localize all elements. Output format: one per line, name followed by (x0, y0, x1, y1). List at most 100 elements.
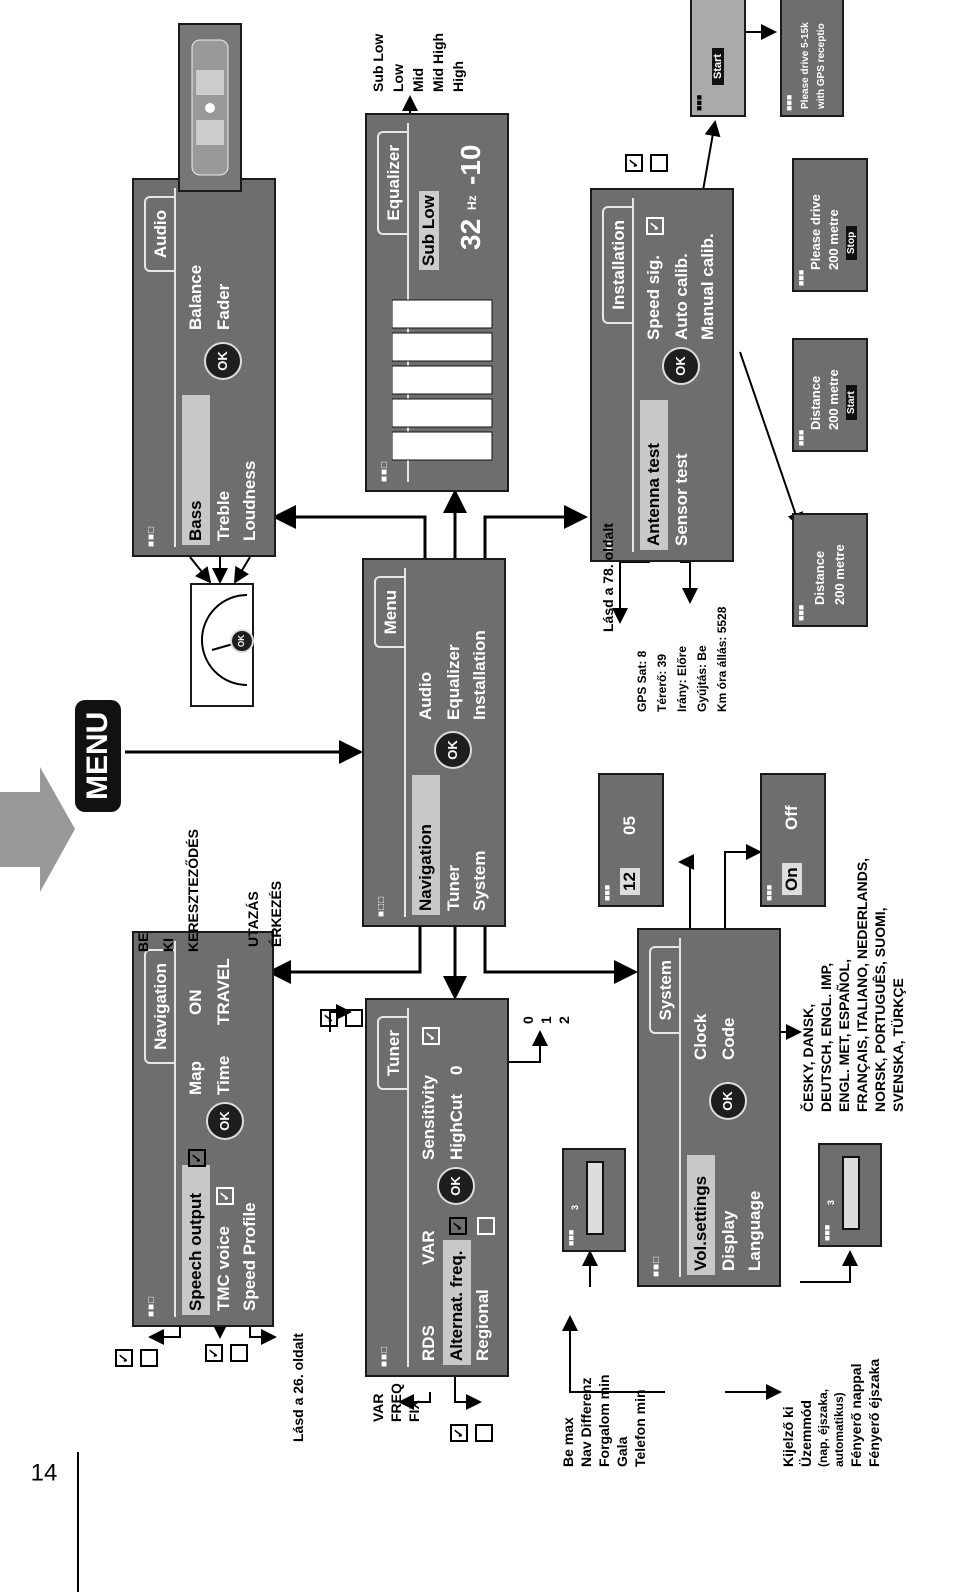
eq-band-option-0: Sub Low (370, 33, 386, 92)
eq-band-option-3: Mid High (430, 32, 446, 92)
display-bar (842, 1156, 860, 1230)
calib-1-line2: 200 metre (832, 544, 847, 605)
ok-button[interactable]: OK (437, 1167, 475, 1205)
gps-note-screen: ■■■ Please drive 5-15k with GPS receptio (780, 0, 844, 117)
menu-item-equalizer[interactable]: Equalizer (444, 644, 463, 720)
travel-option-erkezes: ÉRKEZÉS (268, 880, 284, 947)
highcut-option-2: 2 (556, 1016, 572, 1024)
screen-icons: ■■■ (694, 94, 704, 111)
tuner-sensitivity[interactable]: Sensitivity (419, 1074, 438, 1160)
install-auto-calib[interactable]: Auto calib. (672, 253, 691, 340)
code-on[interactable]: On (782, 863, 802, 895)
audio-fader[interactable]: Fader (214, 283, 233, 330)
nav-travel[interactable]: TRAVEL (214, 958, 233, 1025)
menu-button[interactable]: MENU (75, 699, 121, 812)
regional-checkbox[interactable] (477, 1217, 495, 1235)
menu-item-system[interactable]: System (470, 850, 489, 911)
car-balance-image (178, 23, 242, 192)
language-line-1: DEUTSCH, ENGL. IMP, (818, 962, 834, 1112)
screen-icons: ■□□ (376, 895, 387, 917)
display-option-5: Fényerő éjszaka (866, 1358, 882, 1467)
system-display[interactable]: Display (719, 1210, 738, 1271)
nav-time[interactable]: Time (214, 1055, 233, 1095)
speed-profile-note: Lásd a 26. oldalt (290, 1333, 306, 1442)
nav-speed-profile[interactable]: Speed Profile (240, 1202, 259, 1311)
ok-button[interactable]: OK (709, 1082, 747, 1120)
display-value: 3 (826, 1199, 836, 1205)
check-on-icon: ✓ (625, 154, 643, 172)
vol-option-nav: Nav Differenz (578, 1377, 594, 1467)
nav-map[interactable]: Map (186, 1061, 205, 1095)
install-sensor-test[interactable]: Sensor test (672, 453, 691, 546)
system-vol-settings[interactable]: Vol.settings (691, 1175, 710, 1271)
ok-button[interactable]: OK (206, 1102, 244, 1140)
system-screen-title: System (649, 946, 681, 1035)
check-off-icon (345, 1009, 363, 1027)
screen-icons: ■■■ (566, 1229, 576, 1246)
equalizer-bars (392, 299, 493, 461)
clock-minutes[interactable]: 05 (620, 816, 639, 835)
equalizer-screen-title: Equalizer (377, 131, 409, 235)
check-off-icon (230, 1344, 248, 1362)
code-off[interactable]: Off (782, 805, 801, 830)
screen-icons: ■■■ (796, 269, 806, 286)
system-code[interactable]: Code (719, 1017, 738, 1061)
installation-screen-title: Installation (602, 206, 634, 324)
tuner-screen: ■■□ Tuner RDS Alternat. freq. ✓ Regional… (365, 998, 509, 1377)
language-line-0: ČESKY, DANSK, (800, 1003, 816, 1112)
calib-2-line2: 200 metre (826, 369, 841, 430)
tuner-rds[interactable]: RDS (419, 1325, 438, 1361)
menu-item-audio[interactable]: Audio (416, 671, 435, 720)
vol-option-gala: Gala (614, 1436, 630, 1467)
system-clock[interactable]: Clock (691, 1013, 710, 1060)
code-screen: ■■■ On Off (760, 773, 826, 907)
speech-output-checkbox[interactable]: ✓ (188, 1149, 206, 1167)
ok-button[interactable]: OK (204, 342, 242, 380)
tmc-voice-checkbox[interactable]: ✓ (216, 1187, 234, 1205)
nav-tmc-voice[interactable]: TMC voice (214, 1225, 233, 1311)
install-speed-sig[interactable]: Speed sig. (644, 254, 663, 340)
menu-item-installation[interactable]: Installation (470, 630, 489, 720)
tuner-highcut[interactable]: HighCut (447, 1093, 466, 1160)
eq-band-option-2: Mid (410, 67, 426, 92)
vol-option-forgalom: Forgalom min (596, 1374, 612, 1467)
install-antenna-test[interactable]: Antenna test (644, 443, 663, 546)
rds-option-var: VAR (370, 1393, 386, 1422)
screen-icons: ■■□ (651, 1255, 662, 1277)
nav-speech-output[interactable]: Speech output (186, 1192, 205, 1311)
volume-level-screen: ■■■ 3 (562, 1148, 626, 1252)
audio-treble[interactable]: Treble (214, 490, 233, 541)
calib-stop-button[interactable]: Stop (846, 225, 857, 260)
system-language[interactable]: Language (745, 1190, 764, 1271)
calib-start-button[interactable]: Start (846, 385, 857, 420)
install-manual-calib[interactable]: Manual calib. (698, 233, 717, 340)
audio-loudness[interactable]: Loudness (240, 460, 259, 541)
alt-freq-checkbox[interactable]: ✓ (449, 1217, 467, 1235)
on-option-be: BE (135, 932, 151, 952)
audio-balance[interactable]: Balance (186, 264, 205, 330)
screen-icons: ■■□ (146, 525, 157, 547)
vol-option-telefon: Telefon min (632, 1389, 648, 1467)
ok-button[interactable]: OK (434, 731, 472, 769)
check-on-icon: ✓ (320, 1009, 338, 1027)
auto-calib-start[interactable]: Start (712, 47, 724, 85)
check-off-icon (475, 1424, 493, 1442)
screen-icons: ■■■ (602, 884, 612, 901)
ok-button[interactable]: OK (230, 629, 254, 653)
highcut-option-0: 0 (520, 1016, 536, 1024)
calib-screen-1: ■■■ Distance 200 metre (792, 513, 868, 627)
speed-sig-checkbox[interactable]: ✓ (646, 217, 664, 235)
tuner-alternat-freq[interactable]: Alternat. freq. (447, 1250, 466, 1361)
sensitivity-checkbox[interactable]: ✓ (422, 1027, 440, 1045)
ok-button[interactable]: OK (662, 347, 700, 385)
audio-bass[interactable]: Bass (186, 500, 205, 541)
display-option-1: Üzemmód (798, 1400, 814, 1467)
menu-item-navigation[interactable]: Navigation (416, 824, 435, 911)
tuner-highcut-value: 0 (447, 1065, 466, 1075)
menu-item-tuner[interactable]: Tuner (444, 865, 463, 911)
clock-screen: ■■■ 12 05 (598, 773, 664, 907)
clock-hours[interactable]: 12 (620, 868, 640, 895)
audio-screen: ■■□ Audio Bass Treble Loudness OK Balanc… (132, 178, 276, 557)
tuner-regional[interactable]: Regional (473, 1289, 492, 1361)
nav-on[interactable]: ON (186, 989, 205, 1016)
